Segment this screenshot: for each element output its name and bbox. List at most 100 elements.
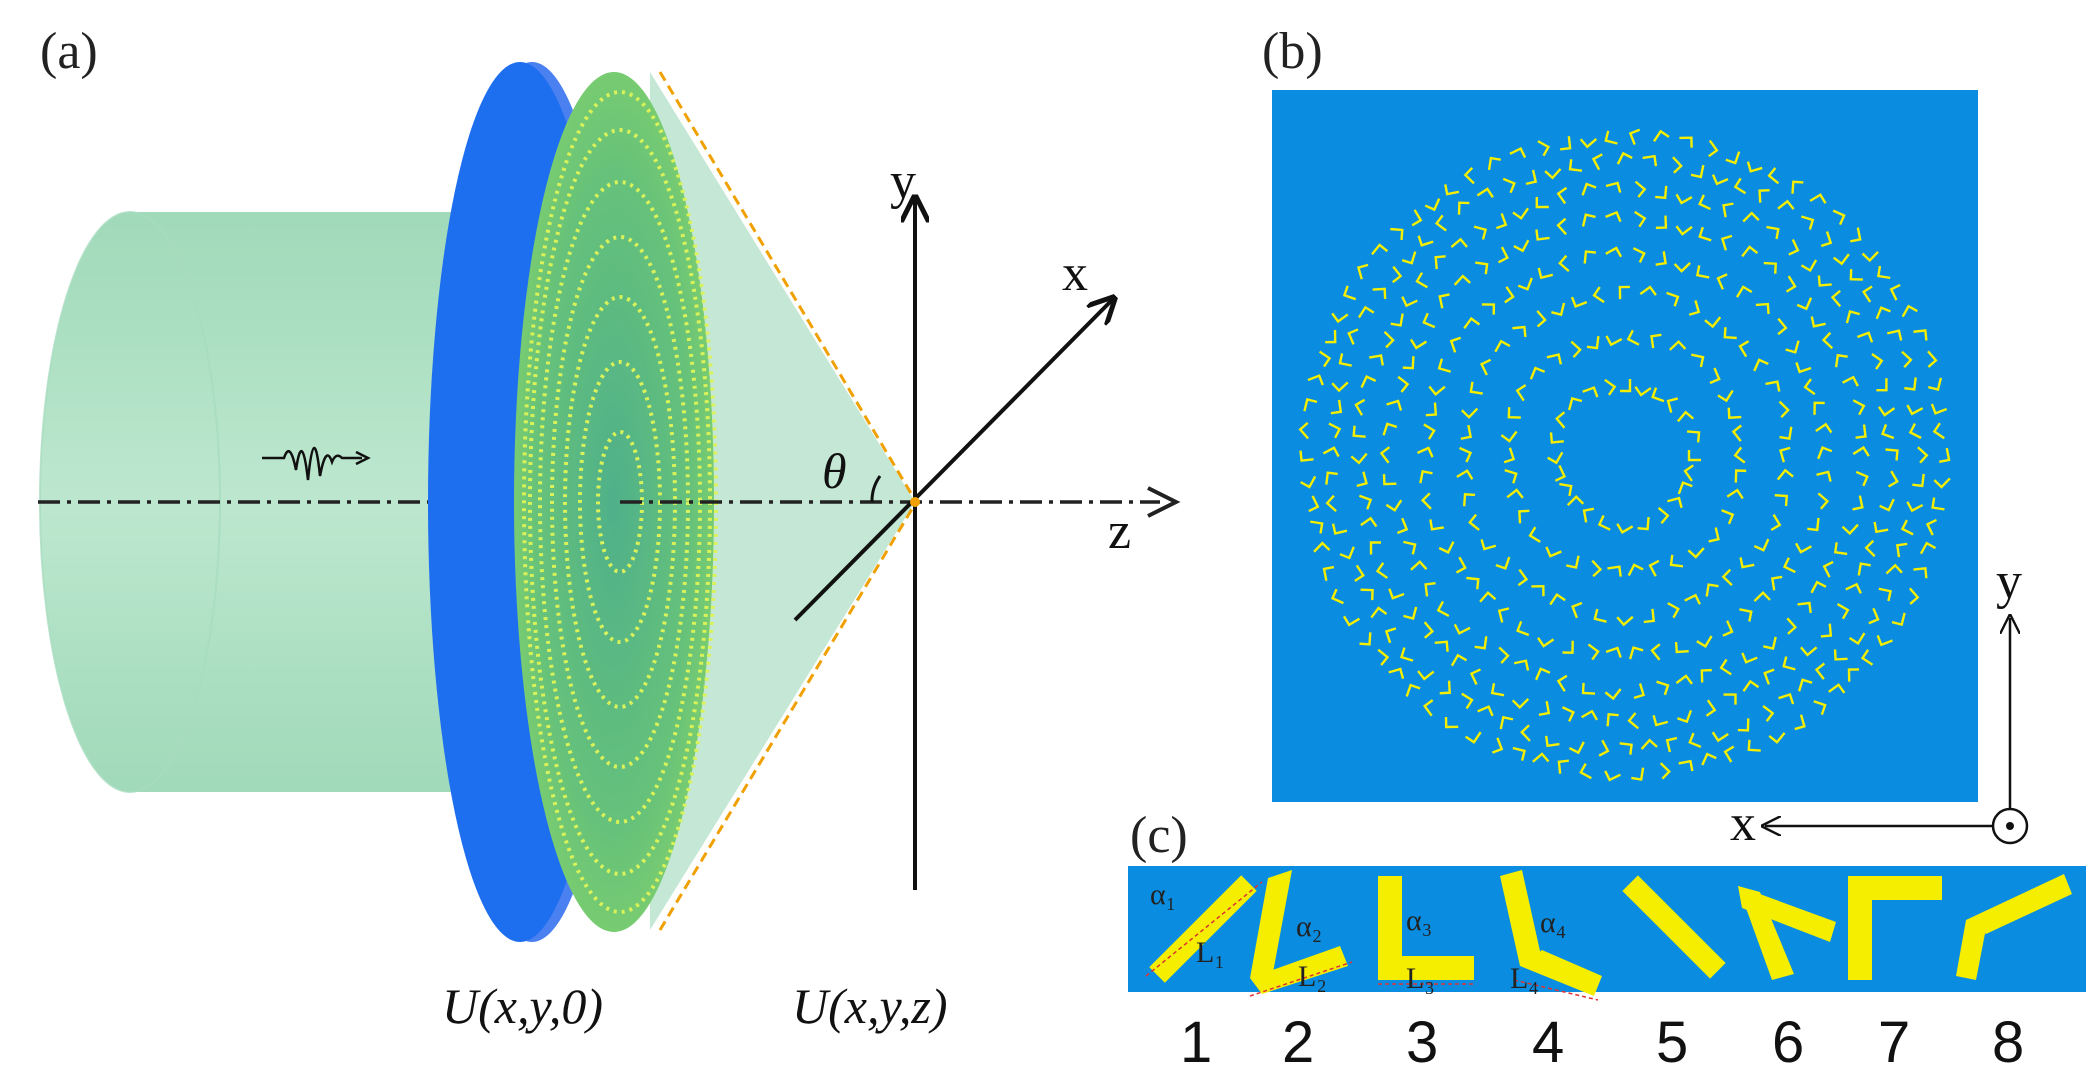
meta-atom <box>1656 680 1670 696</box>
antenna-element-7 <box>1848 876 1942 980</box>
meta-atom <box>1711 731 1729 743</box>
meta-atom <box>1455 556 1467 574</box>
meta-atom <box>1701 752 1717 766</box>
meta-atom <box>1725 151 1741 165</box>
meta-atom <box>1586 336 1600 350</box>
meta-atom <box>1330 588 1344 605</box>
meta-atom <box>1800 259 1818 273</box>
meta-atom <box>1777 199 1795 210</box>
meta-atom <box>1927 350 1938 368</box>
meta-atom <box>1919 541 1937 555</box>
meta-atom <box>1386 399 1403 411</box>
meta-atom <box>1513 239 1530 253</box>
meta-atom <box>1667 496 1683 509</box>
meta-atom <box>1708 527 1720 543</box>
meta-atom <box>1786 617 1798 635</box>
meta-atom <box>1515 384 1527 402</box>
meta-atom <box>1688 732 1702 748</box>
meta-atom <box>1828 683 1846 694</box>
meta-atom <box>1544 168 1562 180</box>
meta-atom <box>1512 746 1526 761</box>
meta-atom <box>1822 560 1834 578</box>
meta-atom <box>1666 291 1680 307</box>
meta-atom <box>1503 447 1516 464</box>
meta-atom <box>1620 379 1632 393</box>
meta-atom <box>1354 564 1365 582</box>
meta-atom <box>1708 139 1719 158</box>
meta-atom <box>1886 329 1903 341</box>
meta-atom <box>1763 668 1775 685</box>
meta-atom <box>1676 410 1695 423</box>
meta-atom <box>1507 407 1521 419</box>
meta-atom <box>1687 450 1701 462</box>
cone-edge-upper <box>658 71 917 501</box>
meta-atom <box>1463 316 1481 330</box>
meta-atom <box>1322 446 1340 458</box>
meta-atom <box>1428 385 1446 396</box>
meta-atom <box>1852 445 1870 457</box>
meta-atom <box>1659 762 1671 780</box>
meta-atom <box>1434 255 1446 270</box>
meta-atom <box>1850 227 1862 243</box>
element-number-4: 4 <box>1532 1010 1564 1075</box>
meta-atom <box>1841 523 1859 536</box>
meta-atom <box>1359 632 1372 646</box>
meta-atom <box>1544 735 1560 748</box>
meta-atom <box>1593 608 1607 623</box>
meta-atom <box>1598 739 1610 757</box>
meta-atom <box>1845 310 1860 324</box>
meta-atom <box>1567 396 1583 411</box>
meta-atom <box>1861 285 1873 303</box>
meta-atom <box>1616 523 1634 534</box>
meta-atom <box>1379 446 1391 464</box>
meta-atom <box>1785 275 1797 293</box>
meta-atom <box>1686 430 1701 443</box>
meta-atom <box>1424 198 1441 212</box>
meta-atom <box>1439 680 1451 695</box>
meta-atom <box>1581 709 1599 721</box>
meta-atom <box>1684 593 1701 605</box>
meta-atom <box>1352 425 1366 438</box>
length-1-label: L₁ <box>1196 936 1225 969</box>
meta-atom <box>1396 517 1409 535</box>
meta-atom <box>1425 402 1438 417</box>
meta-atom <box>1415 272 1428 289</box>
meta-atom <box>1616 615 1634 627</box>
meta-atom <box>1566 555 1580 569</box>
meta-atom <box>1582 507 1595 523</box>
meta-atom <box>1549 592 1566 606</box>
meta-atom <box>1354 398 1366 416</box>
meta-atom <box>1422 312 1436 329</box>
meta-atom <box>1878 587 1892 602</box>
meta-atom <box>1667 602 1680 619</box>
meta-atom <box>1557 759 1569 774</box>
meta-atom <box>1906 501 1924 513</box>
meta-atom <box>1797 601 1812 614</box>
length-4-label: L₄ <box>1510 962 1539 995</box>
meta-atom <box>1502 177 1516 194</box>
meta-atom <box>1375 562 1389 579</box>
meta-atom <box>1679 136 1693 148</box>
meta-atom <box>1497 246 1509 264</box>
meta-atom <box>1604 130 1618 145</box>
meta-atom <box>1650 643 1661 661</box>
meta-atom <box>1453 623 1471 635</box>
meta-atom <box>1371 243 1389 255</box>
meta-atom <box>1400 647 1414 662</box>
meta-atom <box>1810 316 1826 328</box>
meta-atom <box>1436 600 1450 617</box>
meta-atom <box>1384 627 1397 644</box>
meta-atom <box>1657 506 1670 525</box>
meta-atom <box>1777 317 1788 336</box>
meta-atom <box>1655 215 1668 230</box>
meta-atom <box>1581 682 1596 695</box>
meta-atom <box>1385 499 1403 512</box>
meta-atom <box>1876 635 1893 647</box>
meta-atom <box>1469 668 1482 686</box>
meta-atom <box>1933 477 1951 489</box>
meta-atom <box>1605 246 1623 258</box>
meta-atom <box>1627 563 1644 577</box>
meta-atom <box>1651 387 1665 403</box>
meta-atom <box>1369 354 1384 366</box>
meta-atom <box>1437 358 1452 373</box>
